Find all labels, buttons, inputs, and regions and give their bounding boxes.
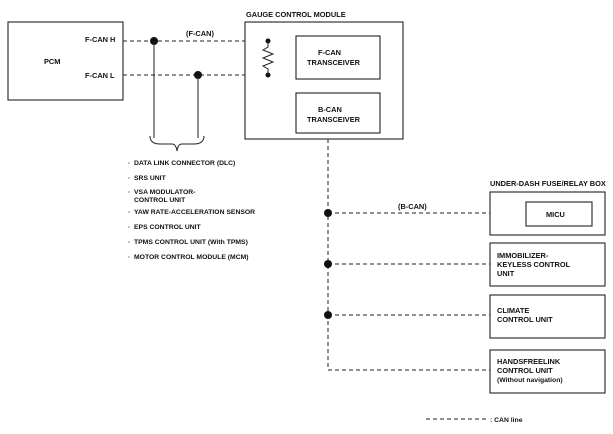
device-group-brace [149,135,205,152]
climate-label: CONTROL UNIT [497,315,553,324]
device-item: · [128,239,130,246]
fcan-label: (F-CAN) [186,29,214,38]
terminating-resistor [261,41,275,75]
bcan-transceiver-label: B-CAN [318,105,342,114]
device-item: SRS UNIT [134,175,167,182]
device-item: DATA LINK CONNECTOR (DLC) [134,160,235,167]
handsfreelink-label: (Without navigation) [497,377,563,384]
immobilizer-box [489,242,606,287]
immobilizer-label: KEYLESS CONTROL [497,260,571,269]
climate-box [489,294,606,339]
bcan-junction [324,311,332,319]
device-item: EPS CONTROL UNIT [134,224,202,231]
device-item: · [128,160,130,167]
gauge-module-title: GAUGE CONTROL MODULE [246,10,346,19]
device-item: · [128,209,130,216]
device-item: CONTROL UNIT [134,197,186,204]
bcan-transceiver-box [295,92,381,134]
legend-label: : CAN line [490,417,523,424]
handsfreelink-label: CONTROL UNIT [497,366,553,375]
bcan-junction [324,209,332,217]
pcm-pin-fcan-l: F-CAN L [85,71,115,80]
handsfreelink-box [489,349,606,394]
handsfreelink-label: HANDSFREELINK [497,357,561,366]
fuse-box-title: UNDER-DASH FUSE/RELAY BOX [490,179,606,188]
fcan-transceiver-label: F-CAN [318,48,341,57]
climate-label: CLIMATE [497,306,529,315]
device-item: MOTOR CONTROL MODULE (MCM) [134,254,249,261]
pcm-pin-fcan-h: F-CAN H [85,35,115,44]
pcm-box [7,21,124,101]
pcm-label: PCM [44,57,60,66]
bcan-label: (B-CAN) [398,202,427,211]
immobilizer-label: UNIT [497,269,515,278]
device-item: TPMS CONTROL UNIT (With TPMS) [134,239,248,246]
fcan-transceiver-label: TRANSCEIVER [307,58,361,67]
device-item: · [128,189,130,196]
micu-box [525,201,593,227]
micu-label: MICU [546,210,565,219]
immobilizer-label: IMMOBILIZER- [497,251,549,260]
device-item: · [128,224,130,231]
fcan-device-list: · DATA LINK CONNECTOR (DLC) · SRS UNIT ·… [128,160,255,261]
device-item: VSA MODULATOR- [134,189,195,196]
bcan-transceiver-label: TRANSCEIVER [307,115,361,124]
fcan-transceiver-box [295,35,381,80]
device-item: · [128,175,130,182]
device-item: · [128,254,130,261]
bcan-junction [324,260,332,268]
device-item: YAW RATE-ACCELERATION SENSOR [134,209,255,216]
